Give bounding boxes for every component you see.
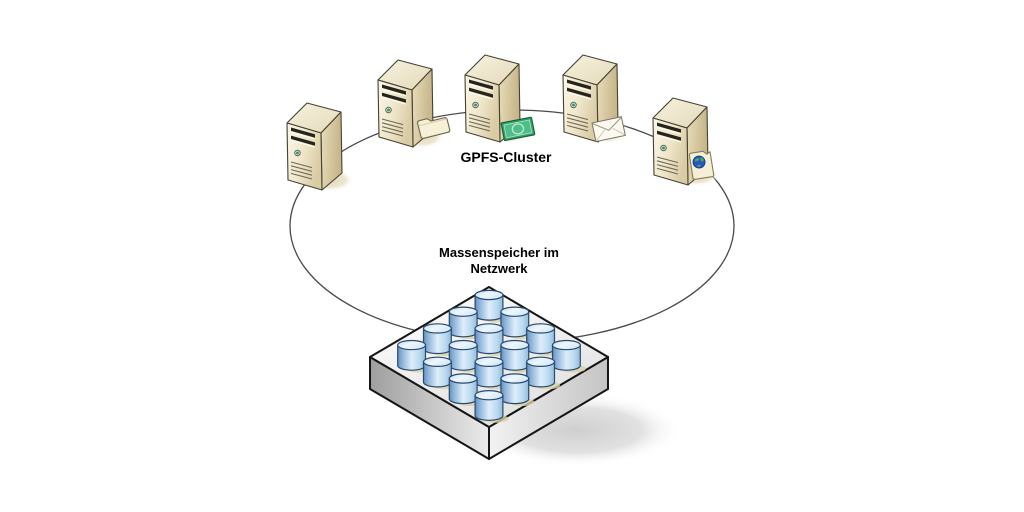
- server-icon: [286, 102, 355, 193]
- disk-cylinder-icon: [474, 390, 510, 424]
- server-5: [652, 97, 721, 188]
- web-document-icon: [688, 149, 715, 181]
- server-1: [286, 102, 355, 193]
- disk-cylinder-icon: [500, 373, 535, 407]
- disk-cylinder-icon: [526, 356, 561, 390]
- server-3: [464, 54, 536, 145]
- server-2: [377, 59, 451, 150]
- cluster-label: GPFS-Cluster: [460, 149, 552, 165]
- disk-cylinder-icon: [551, 339, 587, 374]
- cluster-servers: [286, 54, 721, 193]
- storage-label: Massenspeicher im Netzwerk: [439, 245, 559, 276]
- server-4: [562, 54, 631, 145]
- storage-platform: [369, 286, 683, 467]
